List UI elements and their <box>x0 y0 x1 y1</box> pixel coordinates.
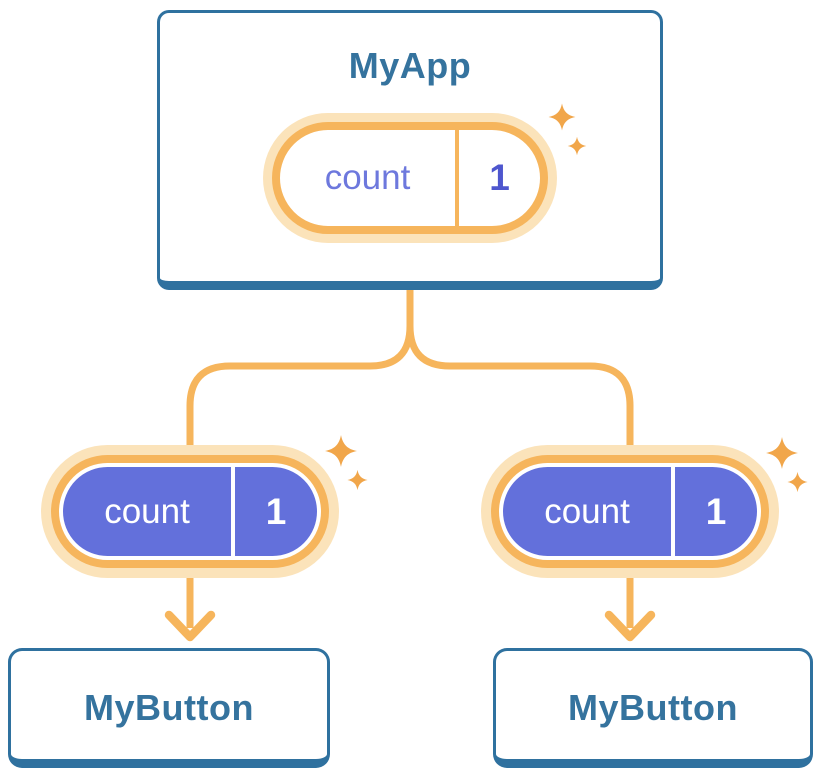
pill-divider <box>231 467 235 556</box>
prop-pill-right: count 1 <box>499 463 761 560</box>
sparkle-icon <box>766 437 798 469</box>
state-name: count <box>324 158 411 197</box>
prop-value: 1 <box>265 490 287 532</box>
pill-divider <box>455 130 459 226</box>
component-card-mybutton-right: MyButton <box>493 648 813 768</box>
sparkle-icon <box>787 471 808 493</box>
component-title: MyApp <box>348 45 472 86</box>
prop-name: count <box>544 491 630 531</box>
branch-line-left <box>186 280 414 628</box>
pill-divider <box>671 467 675 556</box>
sparkle-icon <box>548 103 576 131</box>
sparkle-icon <box>567 136 587 156</box>
sparkle-icon <box>347 469 368 491</box>
component-title: MyButton <box>568 687 738 728</box>
arrow-down-icon <box>164 610 216 642</box>
sparkle-icon <box>325 435 357 467</box>
state-pill-root: count 1 <box>272 122 548 234</box>
state-value: 1 <box>489 157 510 198</box>
prop-value: 1 <box>705 490 727 532</box>
prop-name: count <box>104 491 190 531</box>
branch-line-right <box>406 280 634 628</box>
component-card-mybutton-left: MyButton <box>8 648 330 768</box>
component-title: MyButton <box>84 687 254 728</box>
arrow-down-icon <box>604 610 656 642</box>
prop-pill-left: count 1 <box>59 463 321 560</box>
